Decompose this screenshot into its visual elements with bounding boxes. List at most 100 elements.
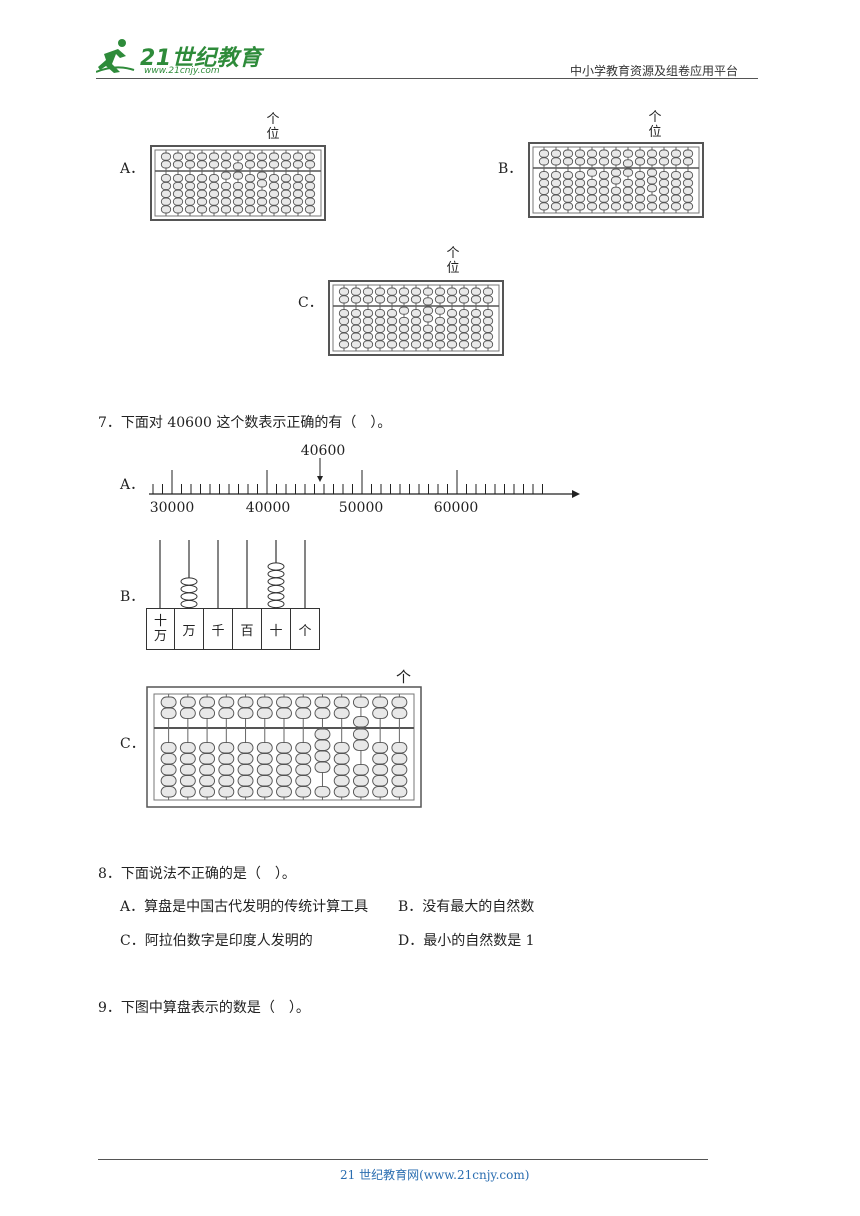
abacus-lower-bead (372, 742, 389, 754)
abacus-upper-bead (372, 696, 389, 708)
abacus-lower-bead (598, 202, 610, 211)
abacus-lower-bead (434, 316, 446, 326)
abacus-upper-bead (196, 152, 208, 161)
abacus-lower-bead (237, 753, 254, 765)
abacus-lower-bead (682, 186, 694, 195)
abacus-lower-bead (352, 786, 369, 798)
abacus-lower-bead (237, 764, 254, 776)
abacus-lower-bead (333, 742, 350, 754)
abacus-upper-bead (372, 707, 389, 719)
abacus-lower-bead (610, 168, 622, 177)
q9-stem: 9．下图中算盘表示的数是（ ）。 (98, 1000, 310, 1016)
abacus-lower-bead (199, 775, 216, 787)
abacus-lower-bead (352, 764, 369, 776)
abacus-lower-bead (434, 324, 446, 333)
q6-b-ones-label: 个位 (648, 110, 662, 140)
abacus-lower-bead (550, 178, 562, 188)
abacus-lower-bead (374, 309, 386, 318)
q6-c-ones-label: 个位 (446, 246, 460, 276)
abacus-lower-bead (160, 181, 172, 191)
abacus-upper-bead (586, 157, 598, 166)
abacus-upper-bead (268, 152, 280, 161)
abacus-lower-bead (196, 174, 208, 183)
abacus-lower-bead (598, 186, 610, 195)
abacus-upper-bead (256, 152, 268, 161)
abacus-lower-bead (244, 174, 256, 183)
abacus-lower-bead (422, 332, 434, 341)
abacus-lower-bead (538, 171, 550, 180)
abacus-lower-bead (446, 332, 458, 341)
abacus-upper-bead (574, 157, 586, 166)
abacus-lower-bead (586, 168, 598, 177)
abacus-lower-bead (218, 775, 235, 787)
abacus-lower-bead (218, 753, 235, 765)
abacus-lower-bead (372, 764, 389, 776)
abacus-lower-bead (256, 197, 268, 206)
abacus-upper-bead (232, 152, 244, 161)
abacus-upper-bead (470, 295, 482, 304)
abacus-lower-bead (670, 171, 682, 180)
q6-abacus-a (150, 145, 326, 221)
abacus-lower-bead (562, 194, 574, 203)
abacus-lower-bead (482, 309, 494, 318)
place-box-thousands: 千 (204, 608, 233, 650)
place-box-hundreds: 百 (233, 608, 262, 650)
abacus-lower-bead (172, 181, 184, 191)
header-divider (96, 78, 758, 79)
abacus-lower-bead (398, 332, 410, 341)
counter-bead (180, 599, 198, 609)
counter-bead (267, 577, 285, 586)
abacus-upper-bead (160, 696, 177, 708)
abacus-lower-bead (434, 306, 446, 315)
abacus-lower-bead (574, 186, 586, 195)
abacus-lower-bead (338, 309, 350, 318)
abacus-upper-bead (670, 149, 682, 158)
abacus-lower-bead (160, 742, 177, 754)
abacus-upper-bead (237, 696, 254, 708)
abacus-lower-bead (256, 171, 268, 180)
abacus-lower-bead (622, 178, 634, 188)
abacus-lower-bead (622, 202, 634, 211)
abacus-lower-bead (172, 174, 184, 183)
abacus-lower-bead (268, 174, 280, 183)
abacus-lower-bead (586, 186, 598, 195)
abacus-lower-bead (208, 181, 220, 191)
abacus-lower-bead (446, 316, 458, 326)
abacus-lower-bead (362, 309, 374, 318)
abacus-lower-bead (586, 202, 598, 211)
tick-label-40000: 40000 (246, 500, 291, 516)
abacus-lower-bead (586, 194, 598, 203)
abacus-upper-bead (352, 716, 369, 728)
abacus-lower-bead (610, 176, 622, 185)
abacus-upper-bead (482, 295, 494, 304)
abacus-lower-bead (256, 786, 273, 798)
abacus-lower-bead (562, 202, 574, 211)
abacus-upper-bead (622, 159, 634, 168)
abacus-lower-bead (196, 189, 208, 198)
abacus-lower-bead (338, 316, 350, 326)
abacus-lower-bead (550, 202, 562, 211)
q7-c-ones-label: 个 (396, 668, 412, 686)
abacus-upper-bead (237, 707, 254, 719)
abacus-upper-bead (199, 696, 216, 708)
abacus-lower-bead (634, 178, 646, 188)
abacus-lower-bead (350, 316, 362, 326)
abacus-lower-bead (470, 309, 482, 318)
abacus-lower-bead (398, 316, 410, 326)
abacus-lower-bead (256, 189, 268, 198)
abacus-lower-bead (372, 775, 389, 787)
abacus-lower-bead (646, 194, 658, 203)
abacus-lower-bead (646, 202, 658, 211)
abacus-upper-bead (276, 707, 292, 719)
abacus-lower-bead (244, 189, 256, 198)
abacus-lower-bead (398, 324, 410, 333)
abacus-upper-bead (391, 696, 408, 708)
abacus-upper-bead (218, 696, 235, 708)
counter-bead (267, 562, 285, 571)
abacus-lower-bead (470, 324, 482, 333)
abacus-lower-bead (386, 316, 398, 326)
abacus-lower-bead (622, 194, 634, 203)
abacus-lower-bead (372, 786, 389, 798)
abacus-lower-bead (220, 171, 232, 180)
abacus-lower-bead (256, 179, 268, 188)
